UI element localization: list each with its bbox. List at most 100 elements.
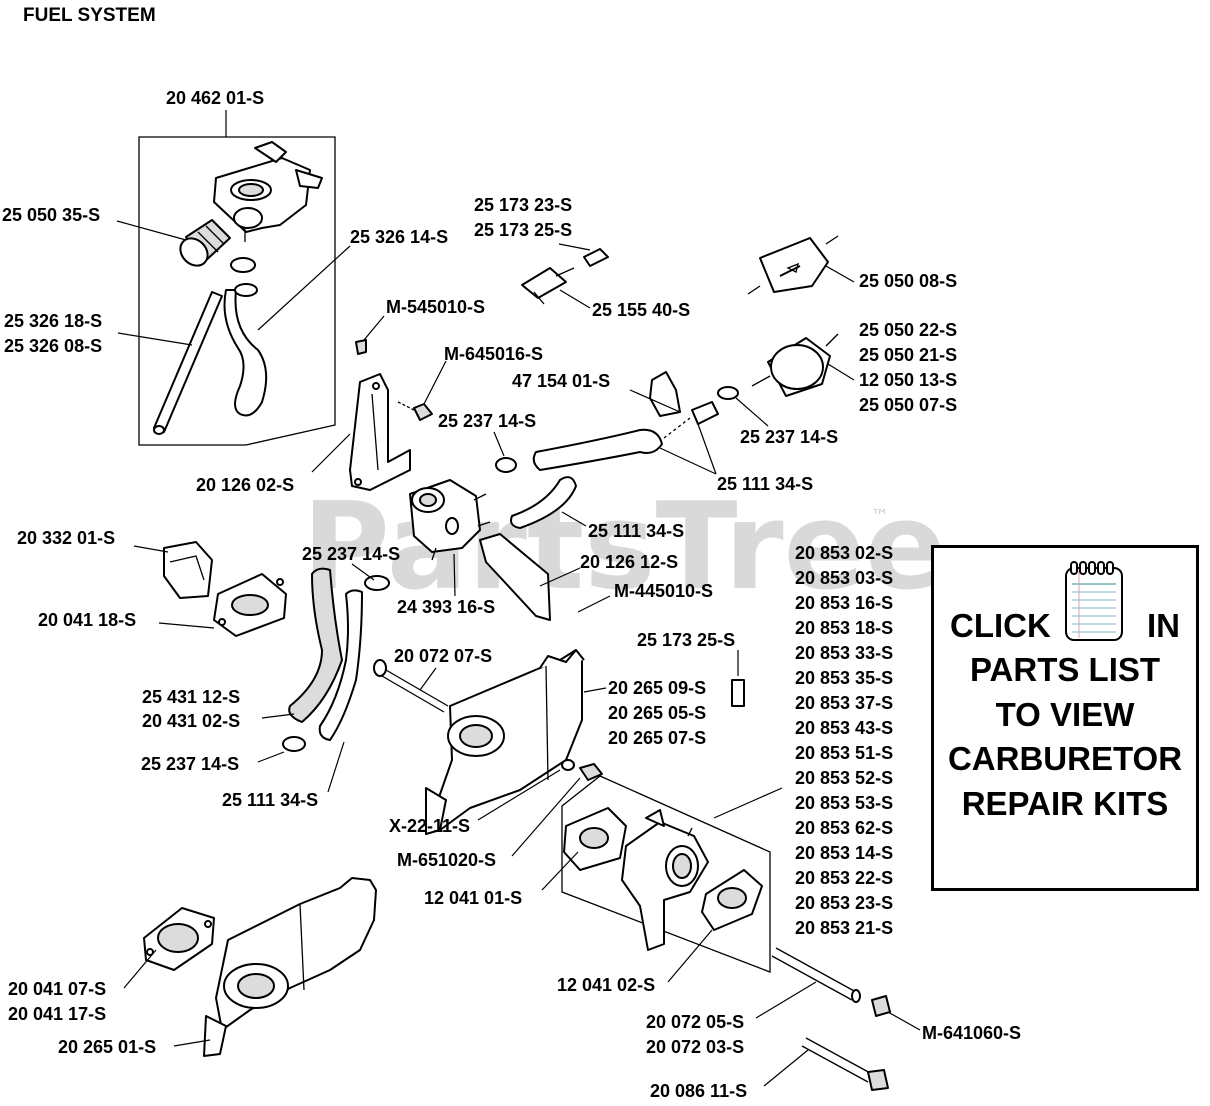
part-label[interactable]: 20 265 07-S [608, 728, 706, 748]
part-label[interactable]: 25 173 25-S [637, 630, 735, 650]
part-label[interactable]: 20 041 18-S [38, 610, 136, 630]
page-title: FUEL SYSTEM [23, 5, 156, 26]
part-label[interactable]: 20 126 12-S [580, 552, 678, 572]
heat-shield [479, 533, 551, 621]
fuel-hose-dark [288, 567, 343, 723]
part-label[interactable]: 25 050 35-S [2, 205, 100, 225]
carb-kit-label[interactable]: 20 853 16-S [795, 593, 893, 613]
part-label[interactable]: 20 072 05-S [646, 1012, 744, 1032]
fuel-hose-short [510, 476, 577, 529]
part-label[interactable]: 20 041 07-S [8, 979, 106, 999]
hose-short [691, 401, 719, 425]
carb-kit-label[interactable]: 20 853 51-S [795, 743, 893, 763]
hose-clamp-5 [282, 736, 306, 752]
kit-box-outline [138, 136, 336, 446]
vacuum-fuel-pump [409, 479, 491, 561]
callout-line-5: REPAIR KITS [961, 785, 1169, 822]
part-label[interactable]: 20 265 05-S [608, 703, 706, 723]
hose-clamp-2 [717, 386, 739, 400]
fuel-hose-long [532, 428, 663, 471]
part-label[interactable]: 25 050 08-S [859, 271, 957, 291]
carb-kit-label[interactable]: 20 853 52-S [795, 768, 893, 788]
air-deflector [163, 541, 213, 599]
screw-side [413, 403, 433, 421]
carb-kit-label[interactable]: 20 853 18-S [795, 618, 893, 638]
stud-bolt-short [373, 659, 449, 713]
part-label[interactable]: 25 111 34-S [588, 521, 684, 541]
part-label[interactable]: 25 111 34-S [222, 790, 318, 810]
part-label[interactable]: 25 326 14-S [350, 227, 448, 247]
lock-washer [561, 759, 575, 771]
part-label[interactable]: 12 050 13-S [859, 370, 957, 390]
carb-kit-label[interactable]: 20 853 35-S [795, 668, 893, 688]
part-label[interactable]: 25 237 14-S [141, 754, 239, 774]
part-label[interactable]: 25 326 18-S [4, 311, 102, 331]
part-label[interactable]: 20 332 01-S [17, 528, 115, 548]
part-label[interactable]: 25 173 23-S [474, 195, 572, 215]
part-label[interactable]: 20 265 09-S [608, 678, 706, 698]
fuel-tube-straight [153, 291, 223, 433]
part-label[interactable]: 25 155 40-S [592, 300, 690, 320]
callout-in: IN [1147, 607, 1180, 644]
part-label[interactable]: 25 237 14-S [740, 427, 838, 447]
intake-manifold-lower [143, 877, 377, 1057]
part-label[interactable]: 25 050 22-S [859, 320, 957, 340]
part-label[interactable]: 25 326 08-S [4, 336, 102, 356]
part-label[interactable]: 12 041 01-S [424, 888, 522, 908]
part-label[interactable]: 25 173 25-S [474, 220, 572, 240]
part-label[interactable]: 25 237 14-S [438, 411, 536, 431]
fuel-hose-curved [223, 289, 268, 417]
stud-bolt-long [771, 947, 861, 1003]
carb-kit-label[interactable]: 20 853 03-S [795, 568, 893, 588]
carb-kit-label[interactable]: 20 853 43-S [795, 718, 893, 738]
hose-clamp [230, 257, 256, 273]
part-label[interactable]: 20 431 02-S [142, 711, 240, 731]
carb-kit-list: 20 853 02-S 20 853 03-S 20 853 16-S 20 8… [795, 543, 893, 938]
pump-bracket [349, 373, 411, 491]
part-label[interactable]: 20 086 11-S [650, 1081, 747, 1101]
carburetor-kits-callout[interactable]: CLICK IN PARTS LIST TO VIEW CARBURETOR R… [931, 545, 1199, 891]
carb-kit-label[interactable]: 20 853 37-S [795, 693, 893, 713]
hose-clamp-3 [495, 457, 517, 473]
part-label[interactable]: 12 041 02-S [557, 975, 655, 995]
part-label[interactable]: 24 393 16-S [397, 597, 495, 617]
part-label[interactable]: M-641060-S [922, 1023, 1021, 1043]
intake-manifold-upper [425, 649, 585, 835]
carb-kit-label[interactable]: 20 853 23-S [795, 893, 893, 913]
part-label[interactable]: 20 072 03-S [646, 1037, 744, 1057]
part-label[interactable]: M-645016-S [444, 344, 543, 364]
part-label[interactable]: 20 072 07-S [394, 646, 492, 666]
carb-kit-label[interactable]: 20 853 62-S [795, 818, 893, 838]
callout-click: CLICK [950, 607, 1051, 644]
part-label[interactable]: 47 154 01-S [512, 371, 610, 391]
part-label[interactable]: 20 041 17-S [8, 1004, 106, 1024]
pin [583, 248, 609, 267]
carb-kit-label[interactable]: 20 853 53-S [795, 793, 893, 813]
carb-kit-label[interactable]: 20 853 14-S [795, 843, 893, 863]
carburetor-group [561, 775, 771, 973]
part-label[interactable]: 25 237 14-S [302, 544, 400, 564]
part-label[interactable]: 20 265 01-S [58, 1037, 156, 1057]
carb-kit-label[interactable]: 20 853 21-S [795, 918, 893, 938]
notepad-icon [1065, 561, 1123, 641]
part-label[interactable]: 25 111 34-S [717, 474, 813, 494]
part-label[interactable]: M-651020-S [397, 850, 496, 870]
inline-fuel-filter-upper [747, 235, 839, 295]
part-label[interactable]: 20 462 01-S [166, 88, 264, 108]
fuel-pump-kit-group [138, 110, 336, 446]
carb-kit-label[interactable]: 20 853 02-S [795, 543, 893, 563]
hex-bolt [801, 1037, 889, 1091]
part-label[interactable]: 25 431 12-S [142, 687, 240, 707]
dowel-pin [731, 679, 745, 707]
callout-line-4: CARBURETOR [947, 740, 1183, 777]
part-label[interactable]: 25 050 21-S [859, 345, 957, 365]
part-label[interactable]: M-445010-S [614, 581, 713, 601]
callout-line-3: TO VIEW [995, 696, 1135, 733]
carb-kit-label[interactable]: 20 853 22-S [795, 868, 893, 888]
part-label[interactable]: 20 126 02-S [196, 475, 294, 495]
manifold-screw [579, 763, 603, 781]
carb-kit-label[interactable]: 20 853 33-S [795, 643, 893, 663]
part-label[interactable]: X-22-11-S [389, 816, 470, 836]
part-label[interactable]: 25 050 07-S [859, 395, 957, 415]
part-label[interactable]: M-545010-S [386, 297, 485, 317]
